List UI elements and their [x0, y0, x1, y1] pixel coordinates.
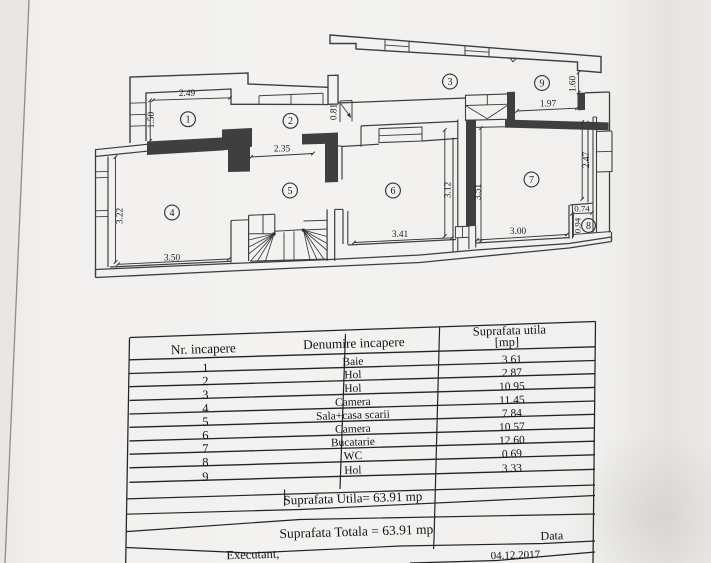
svg-text:[mp]: [mp]: [495, 335, 520, 350]
svg-text:Camera: Camera: [335, 396, 371, 409]
svg-text:Camera: Camera: [335, 423, 371, 436]
svg-text:2.49: 2.49: [179, 89, 196, 99]
svg-text:11.45: 11.45: [499, 394, 525, 407]
svg-text:6: 6: [391, 186, 396, 197]
svg-text:Hol: Hol: [344, 465, 362, 478]
svg-text:2: 2: [288, 116, 293, 127]
svg-text:10.57: 10.57: [499, 421, 525, 434]
svg-text:0.69: 0.69: [502, 448, 523, 461]
svg-text:Sala+casa scarii: Sala+casa scarii: [316, 409, 390, 423]
svg-text:9: 9: [202, 470, 209, 484]
svg-text:Bucatarie: Bucatarie: [331, 436, 375, 449]
svg-text:3: 3: [202, 388, 209, 402]
svg-text:1: 1: [202, 361, 209, 375]
svg-text:Suprafata Utila= 63.91 mp: Suprafata Utila= 63.91 mp: [283, 488, 422, 507]
svg-text:8: 8: [586, 221, 591, 232]
svg-text:5: 5: [202, 415, 209, 429]
svg-text:0.94: 0.94: [573, 217, 583, 233]
svg-text:3.00: 3.00: [510, 227, 527, 237]
svg-text:7: 7: [529, 175, 534, 186]
svg-text:4: 4: [170, 208, 175, 219]
svg-text:3: 3: [448, 77, 453, 88]
svg-text:5: 5: [288, 186, 293, 197]
svg-text:2.35: 2.35: [274, 144, 291, 154]
svg-text:4: 4: [202, 401, 209, 415]
svg-text:2: 2: [202, 374, 209, 388]
svg-text:12.60: 12.60: [499, 434, 525, 447]
svg-text:Suprafata utila: Suprafata utila: [473, 322, 547, 338]
svg-text:Hol: Hol: [344, 369, 362, 382]
svg-text:3.41: 3.41: [392, 230, 409, 240]
svg-text:WC: WC: [343, 450, 362, 463]
svg-text:Baie: Baie: [342, 356, 363, 369]
svg-text:04.12.2017: 04.12.2017: [490, 549, 540, 562]
svg-text:7.84: 7.84: [502, 407, 523, 420]
svg-text:2.87: 2.87: [502, 367, 523, 380]
svg-text:Data: Data: [540, 528, 564, 543]
svg-text:3.22: 3.22: [116, 208, 126, 225]
svg-text:Suprafata Totala = 63.91 mp: Suprafata Totala = 63.91 mp: [279, 522, 433, 542]
svg-text:3.33: 3.33: [502, 462, 523, 475]
svg-text:1.50: 1.50: [147, 111, 157, 128]
svg-text:Executant,: Executant,: [226, 547, 280, 563]
svg-text:9: 9: [540, 78, 545, 89]
svg-text:3.50: 3.50: [164, 253, 181, 263]
svg-text:3.61: 3.61: [502, 354, 523, 367]
svg-text:3.51: 3.51: [473, 184, 483, 201]
svg-text:Nr. incapere: Nr. incapere: [171, 340, 236, 357]
svg-text:0.81: 0.81: [330, 104, 340, 121]
svg-text:Hol: Hol: [344, 383, 362, 396]
svg-text:7: 7: [202, 442, 209, 456]
svg-text:Denumire incapere: Denumire incapere: [303, 334, 405, 352]
svg-text:0.74: 0.74: [574, 203, 590, 213]
svg-text:1.97: 1.97: [540, 99, 557, 109]
svg-text:8: 8: [202, 455, 209, 469]
svg-text:2.47: 2.47: [582, 152, 592, 169]
svg-text:3.12: 3.12: [444, 182, 454, 199]
svg-text:1: 1: [186, 115, 191, 126]
svg-text:10.95: 10.95: [499, 381, 525, 394]
svg-text:6: 6: [202, 428, 209, 442]
svg-text:1.60: 1.60: [569, 76, 579, 93]
